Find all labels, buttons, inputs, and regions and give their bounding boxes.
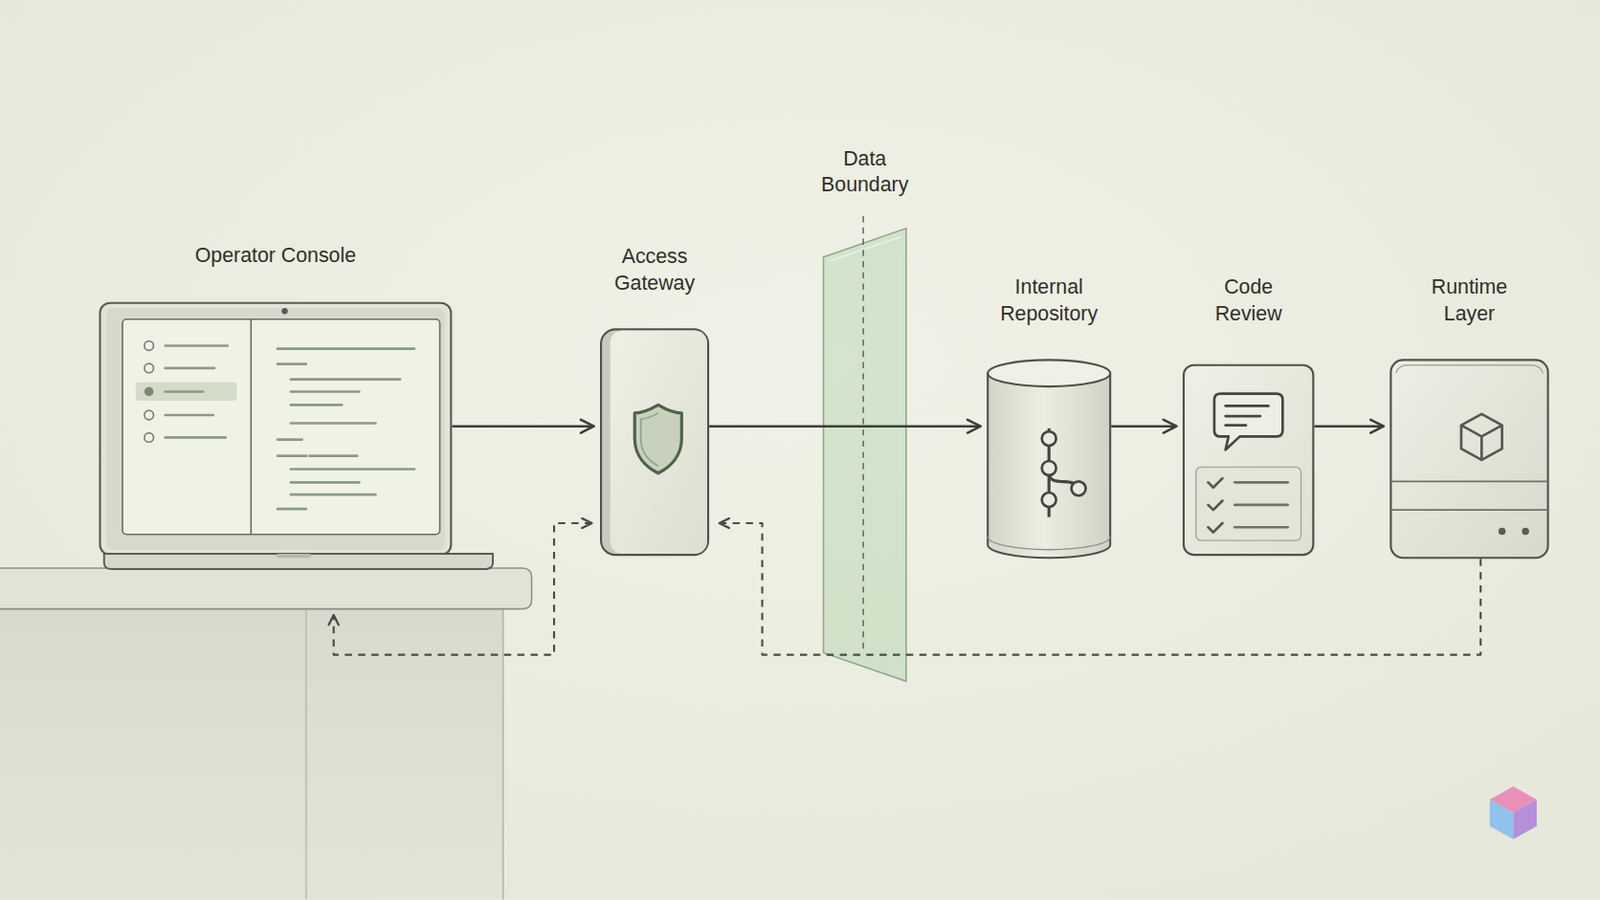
- list-lines: [165, 345, 228, 438]
- comment-lines: [1225, 405, 1269, 425]
- repository-art: [986, 358, 1112, 559]
- logo-right-face: [1512, 800, 1537, 841]
- checklist-lines: [1234, 482, 1288, 528]
- cube-icon: [1461, 414, 1503, 461]
- checklist-panel: [1196, 466, 1302, 541]
- node-label: Internal Repository: [993, 273, 1106, 327]
- desk-seam: [305, 609, 308, 900]
- server-divider: [1390, 480, 1548, 483]
- logo-left-face: [1489, 800, 1514, 841]
- laptop-hinge: [276, 554, 312, 558]
- flow-arrow: [451, 425, 594, 428]
- laptop-art: [98, 302, 452, 557]
- server-divider: [1390, 509, 1548, 512]
- flow-arrow: [1111, 425, 1177, 428]
- gateway-face: [610, 330, 708, 555]
- boundary-pane: Data Boundary: [823, 228, 907, 682]
- repository-cylinder: Internal Repository: [986, 358, 1112, 559]
- gateway-side: [600, 329, 709, 556]
- cylinder-top: [987, 359, 1111, 387]
- gateway-art: [600, 328, 710, 556]
- laptop-bezel: [106, 308, 445, 551]
- check-marks: [1208, 478, 1223, 534]
- corner-logo: [1489, 786, 1537, 840]
- gateway-box: Access Gateway: [600, 328, 710, 556]
- node-label: Data Boundary: [808, 144, 921, 198]
- editor-lines: [277, 349, 415, 510]
- list-bullets: [144, 341, 155, 444]
- status-light: [1498, 528, 1506, 535]
- flow-arrow: [1313, 425, 1384, 428]
- cylinder-body: [987, 373, 1111, 558]
- review-card: [1183, 365, 1313, 556]
- laptop-camera: [281, 308, 288, 314]
- shield-icon: [634, 404, 682, 473]
- runtime-box: Runtime Layer: [1389, 358, 1549, 559]
- laptop-lid: [100, 303, 452, 556]
- laptop-node: Operator Console: [98, 302, 452, 557]
- selected-row: [135, 382, 238, 401]
- glass-pane: [823, 228, 907, 682]
- glass-highlight: [829, 236, 902, 262]
- node-label: Runtime Layer: [1418, 273, 1521, 327]
- server-top-edge: [1396, 365, 1544, 375]
- laptop-base: [104, 554, 493, 570]
- comment-bubble: [1214, 394, 1283, 451]
- glass-pane-art: [823, 228, 907, 682]
- laptop-screen: [122, 319, 441, 535]
- status-light: [1521, 528, 1529, 535]
- shield-highlight: [641, 413, 659, 467]
- server-body: [1390, 359, 1548, 558]
- commit-dots: [1042, 431, 1087, 508]
- runtime-art: [1389, 358, 1549, 559]
- review-box: Code Review: [1182, 364, 1315, 556]
- node-label: Code Review: [1197, 273, 1300, 327]
- desk-top: [0, 568, 533, 610]
- review-art: [1182, 364, 1315, 556]
- desk-body: [0, 609, 504, 900]
- node-label: Access Gateway: [603, 243, 707, 296]
- node-label: Operator Console: [122, 242, 429, 269]
- cylinder-rim: [987, 536, 1111, 551]
- selected-bullet: [144, 387, 155, 398]
- screen-divider: [250, 319, 253, 535]
